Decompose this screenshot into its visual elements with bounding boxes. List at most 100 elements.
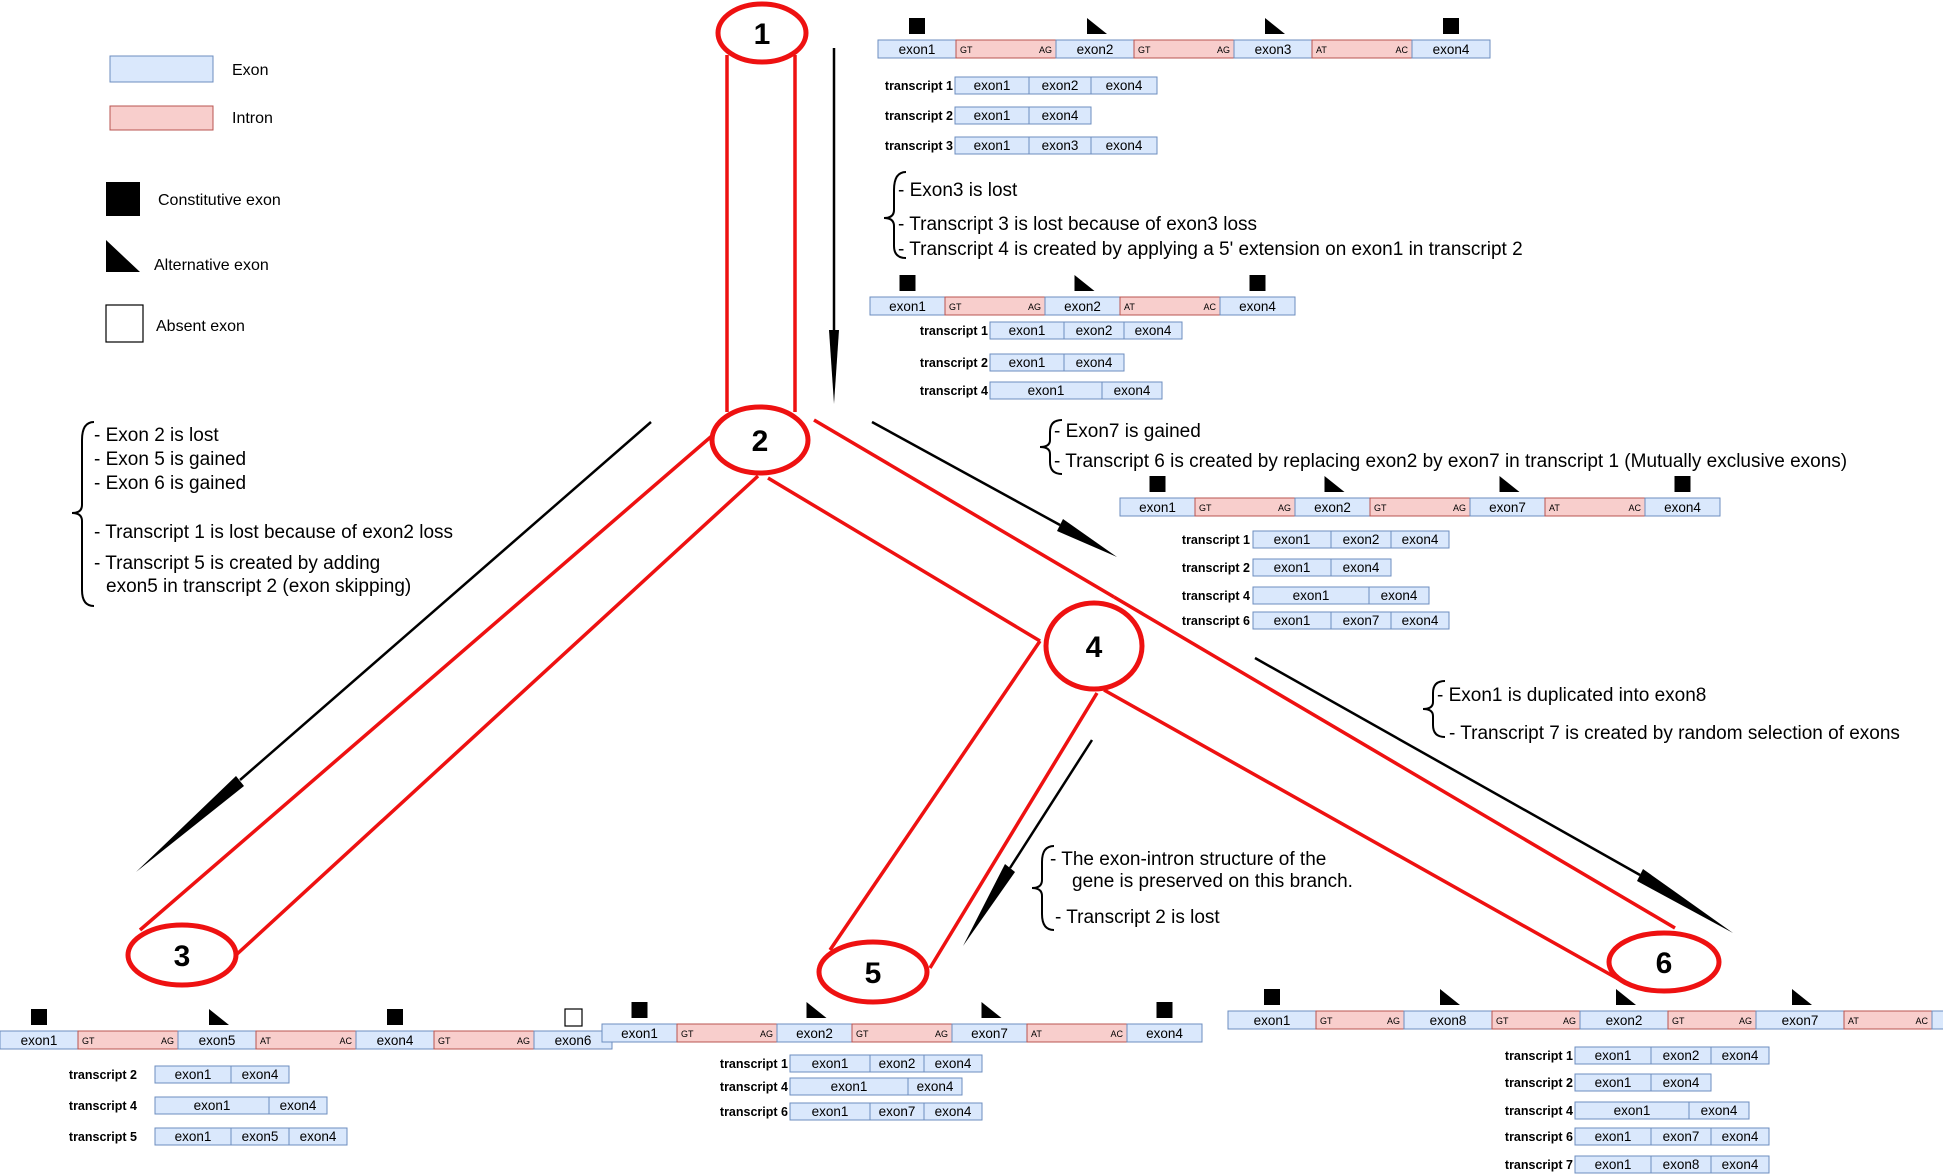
note-exon6-gained: - Exon 6 is gained — [94, 473, 246, 494]
node-1-label: 1 — [754, 18, 771, 51]
gene-g2-exon4 — [1219, 296, 1296, 316]
transcript-exon — [923, 1102, 983, 1121]
transcript-label: transcript 1 — [1505, 1049, 1573, 1063]
transcript-exon-label: exon4 — [1106, 78, 1143, 93]
transcript-exon — [923, 1054, 983, 1073]
transcript-label: transcript 2 — [920, 356, 988, 370]
legend-intron-label: Intron — [232, 110, 273, 127]
transcript-exon-label: exon1 — [1028, 383, 1065, 398]
transcript-exon-label: exon4 — [1701, 1103, 1738, 1118]
arrow-2-4-shaft — [871, 420, 1061, 527]
gene-g3-exon4-label: exon4 — [377, 1033, 414, 1048]
transcript-exon-label: exon1 — [1009, 323, 1046, 338]
arrow-2-3-head — [136, 776, 244, 872]
transcript-exon — [1710, 1046, 1770, 1065]
note-branch-4-5: - The exon-intron structure of the gene … — [1031, 845, 1353, 931]
alternative-exon-icon — [1324, 476, 1345, 492]
splice-site-acceptor: AG — [1278, 503, 1291, 513]
branch-4-6-upper — [1113, 595, 1676, 930]
alternative-exon-icon — [1087, 18, 1107, 34]
transcript-exon-label: exon4 — [1402, 532, 1439, 547]
gene-g4-exon1-label: exon1 — [1139, 500, 1176, 515]
transcript-exon-label: exon5 — [242, 1129, 279, 1144]
note-branch-2-4: - Exon7 is gained - Transcript 6 is crea… — [1039, 419, 1847, 475]
splice-site-donor: GT — [856, 1029, 869, 1039]
transcript-exon-label: exon4 — [1722, 1129, 1759, 1144]
legend-alternative-label: Alternative exon — [154, 257, 269, 274]
note-transcript7-created: - Transcript 7 is created by random sele… — [1449, 723, 1900, 744]
transcript-exon-label: exon4 — [917, 1079, 954, 1094]
arrow-4-5-shaft — [1008, 739, 1094, 869]
constitutive-exon-icon — [1156, 1002, 1173, 1018]
note-transcript3-lost: - Transcript 3 is lost because of exon3 … — [898, 214, 1257, 235]
arrow-1-2-head — [829, 330, 839, 404]
gene-g1-exon3-label: exon3 — [1255, 42, 1292, 57]
transcript-exon — [1330, 558, 1392, 577]
note-branch-2-4-brace — [1039, 419, 1063, 475]
alternative-exon-icon — [209, 1009, 229, 1025]
transcript-exon-label: exon4 — [1722, 1157, 1759, 1172]
gene-g4-exon7-label: exon7 — [1489, 500, 1526, 515]
alternative-exon-icon — [1074, 275, 1095, 291]
note-transcript1-lost: - Transcript 1 is lost because of exon2 … — [94, 522, 453, 543]
transcript-label: transcript 7 — [1505, 1158, 1573, 1172]
gene-g2-exon2-label: exon2 — [1064, 299, 1101, 314]
note-branch-1-2: - Exon3 is lost - Transcript 3 is lost b… — [883, 171, 1523, 260]
transcript-exon-label: exon1 — [175, 1067, 212, 1082]
splice-site-donor: AT — [1549, 503, 1560, 513]
transcript-exon-label: exon1 — [831, 1079, 868, 1094]
note-structure-preserved: - The exon-intron structure of the — [1050, 849, 1326, 870]
node-6: 6 — [1606, 930, 1722, 994]
alternative-exon-icon — [806, 1002, 827, 1018]
transcript-label: transcript 4 — [1505, 1104, 1573, 1118]
splice-site-acceptor: AG — [1039, 45, 1052, 55]
alternative-exon-icon — [1792, 989, 1812, 1005]
transcript-label: transcript 4 — [920, 384, 988, 398]
gene-g5-exon1-label: exon1 — [621, 1026, 658, 1041]
transcript-label: transcript 3 — [885, 139, 953, 153]
branch-4-5-right — [928, 692, 1099, 969]
branch-2-4-lower — [767, 476, 1041, 643]
branch-4-5-left — [828, 640, 1042, 951]
splice-site-donor: GT — [1672, 1016, 1685, 1026]
gene-g5-exon4-label: exon4 — [1146, 1026, 1183, 1041]
splice-site-donor: GT — [681, 1029, 694, 1039]
splice-site-acceptor: AG — [1028, 302, 1041, 312]
note-branch-2-3-brace — [71, 421, 95, 607]
legend-constitutive-icon — [106, 182, 140, 216]
splice-site-acceptor: AC — [1628, 503, 1641, 513]
alternative-exon-icon — [981, 1002, 1002, 1018]
note-branch-2-3: - Exon 2 is lost - Exon 5 is gained - Ex… — [71, 421, 453, 607]
splice-site-donor: GT — [438, 1036, 451, 1046]
note-exon3-lost: - Exon3 is lost — [898, 180, 1018, 201]
transcript-exon-label: exon3 — [1042, 138, 1079, 153]
constitutive-exon-icon — [387, 1009, 403, 1025]
constitutive-exon-icon — [1443, 18, 1459, 34]
splice-site-donor: GT — [1320, 1016, 1333, 1026]
transcript-exon — [230, 1065, 290, 1084]
transcript-exon-label: exon4 — [1042, 108, 1079, 123]
transcript-exon-label: exon7 — [879, 1104, 916, 1119]
gene-g6-exon2-label: exon2 — [1606, 1013, 1643, 1028]
note-branch-1-2-brace — [883, 171, 907, 259]
splice-site-acceptor: AG — [1217, 45, 1230, 55]
constitutive-exon-icon — [1249, 275, 1266, 291]
gene-g5-exon7-label: exon7 — [971, 1026, 1008, 1041]
splice-site-donor: GT — [1496, 1016, 1509, 1026]
transcript-exon — [1710, 1127, 1770, 1146]
note-exon1-duplicated: - Exon1 is duplicated into exon8 — [1437, 685, 1706, 706]
splice-site-donor: AT — [1124, 302, 1135, 312]
splice-site-acceptor: AC — [1395, 45, 1408, 55]
transcript-exon — [1090, 76, 1158, 95]
gene-g1-exon4 — [1411, 39, 1491, 59]
gene-g3-exon1-label: exon1 — [21, 1033, 58, 1048]
transcript-label: transcript 6 — [1182, 614, 1250, 628]
node-5-label: 5 — [865, 957, 882, 990]
